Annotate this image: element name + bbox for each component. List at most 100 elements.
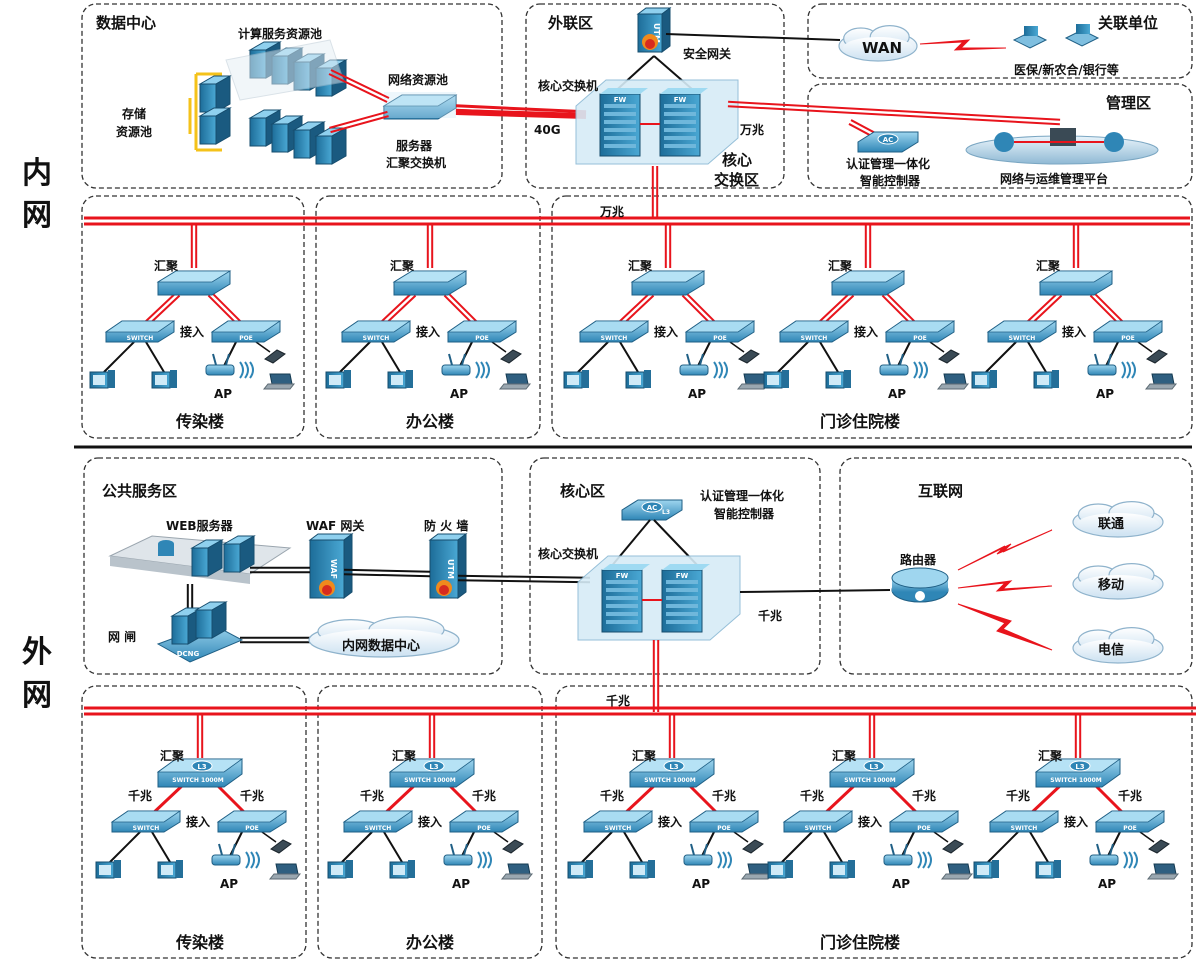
core-backbone-down xyxy=(651,166,659,218)
phone xyxy=(742,839,764,854)
switch-text: POE xyxy=(475,335,489,342)
core-to-mgmt xyxy=(727,100,1061,126)
laptop xyxy=(1144,373,1178,390)
inner-bldg-unit-2 xyxy=(577,224,745,373)
inner-bldg-unit-3 xyxy=(777,224,945,373)
switch-text: POE xyxy=(1123,825,1137,832)
cloud-unicom xyxy=(1072,501,1164,538)
switch-text: SWITCH xyxy=(365,825,392,832)
fw-text: FW xyxy=(616,572,629,580)
access-switch-left: SWITCH xyxy=(110,810,182,833)
gate-cloud-link xyxy=(240,636,320,644)
switch-text: POE xyxy=(245,825,259,832)
drop-link xyxy=(864,224,872,268)
access-switch-left: SWITCH xyxy=(342,810,414,833)
ap xyxy=(441,353,490,379)
ap xyxy=(683,843,732,869)
outer-bldg-unit-2 xyxy=(581,714,749,863)
laptop xyxy=(736,373,770,390)
ap xyxy=(879,353,928,379)
pc-1 xyxy=(95,860,121,879)
ap xyxy=(443,843,492,869)
phone xyxy=(738,349,760,364)
pc-2 xyxy=(157,860,183,879)
pc-2 xyxy=(625,370,651,389)
zone-inner-bldg-1 xyxy=(81,195,305,439)
access-switch-left: SWITCH xyxy=(986,320,1058,343)
zone-outer-core xyxy=(529,457,821,675)
outer-bldg-unit-1 xyxy=(341,714,509,863)
security-gateway: UTM xyxy=(636,7,672,53)
compute-rack-bot-3 xyxy=(314,127,348,165)
fw-text: FW xyxy=(614,96,627,104)
waf-fw-link xyxy=(343,568,431,578)
zone-public xyxy=(83,457,503,675)
switch-1000-text: SWITCH 1000M xyxy=(172,777,223,784)
drop-link xyxy=(196,714,204,758)
switch-text: SWITCH xyxy=(601,335,628,342)
switch-text: POE xyxy=(477,825,491,832)
waf-device: WAF xyxy=(308,533,354,599)
zone-outer-bldg-1 xyxy=(81,685,307,959)
gate-rack-2 xyxy=(194,601,228,639)
outer-core-backbone-down xyxy=(652,640,660,712)
switch-text: SWITCH xyxy=(605,825,632,832)
zone-inner-bldg-2 xyxy=(315,195,541,439)
l3-text: L3 xyxy=(1075,763,1084,771)
l3-text: L3 xyxy=(669,763,678,771)
zone-datacenter xyxy=(81,3,503,189)
fw-core-link xyxy=(457,574,591,584)
switch-text: SWITCH xyxy=(363,335,390,342)
ap xyxy=(205,353,254,379)
cloud-telecom xyxy=(1072,626,1164,664)
laptop xyxy=(936,373,970,390)
ap xyxy=(679,353,728,379)
switch-text: POE xyxy=(713,335,727,342)
laptop xyxy=(940,863,974,880)
pc-1 xyxy=(563,370,589,389)
switch-text: SWITCH xyxy=(1011,825,1038,832)
pc-2 xyxy=(151,370,177,389)
access-switch-left: SWITCH xyxy=(582,810,654,833)
access-switch-left: SWITCH xyxy=(782,810,854,833)
access-switch-poe: POE xyxy=(210,320,282,343)
tower-text: UTM xyxy=(652,23,661,43)
inner-bldg-unit-0 xyxy=(103,224,271,373)
network-pool-glass xyxy=(384,92,456,118)
drop-link xyxy=(426,224,434,268)
phone xyxy=(270,839,292,854)
wan-bolt xyxy=(919,39,1007,51)
inner-dc-cloud xyxy=(308,616,460,658)
switch-text: POE xyxy=(717,825,731,832)
pc-2 xyxy=(825,370,851,389)
wan-cloud xyxy=(838,25,918,62)
bolt-unicom xyxy=(957,529,1053,571)
switch-text: SWITCH xyxy=(801,335,828,342)
access-switch-poe: POE xyxy=(884,320,956,343)
switch-text: SWITCH xyxy=(1009,335,1036,342)
laptop xyxy=(268,863,302,880)
drop-link xyxy=(190,224,198,268)
switch-1000-text: SWITCH 1000M xyxy=(404,777,455,784)
pc-2 xyxy=(1033,370,1059,389)
pc-1 xyxy=(325,370,351,389)
drop-link xyxy=(668,714,676,758)
drop-link xyxy=(1074,714,1082,758)
mgmt-platform xyxy=(965,128,1159,165)
partner-building-1 xyxy=(1064,24,1100,47)
router-device xyxy=(891,567,949,603)
outer-bldg-unit-3 xyxy=(781,714,949,863)
agg-switch xyxy=(1038,270,1114,296)
network-pool-switch xyxy=(382,94,458,120)
web-rack-1 xyxy=(190,539,224,577)
access-switch-poe: POE xyxy=(216,810,288,833)
phone xyxy=(1146,349,1168,364)
dc-link-top xyxy=(328,69,390,103)
access-switch-left: SWITCH xyxy=(778,320,850,343)
access-switch-poe: POE xyxy=(446,320,518,343)
